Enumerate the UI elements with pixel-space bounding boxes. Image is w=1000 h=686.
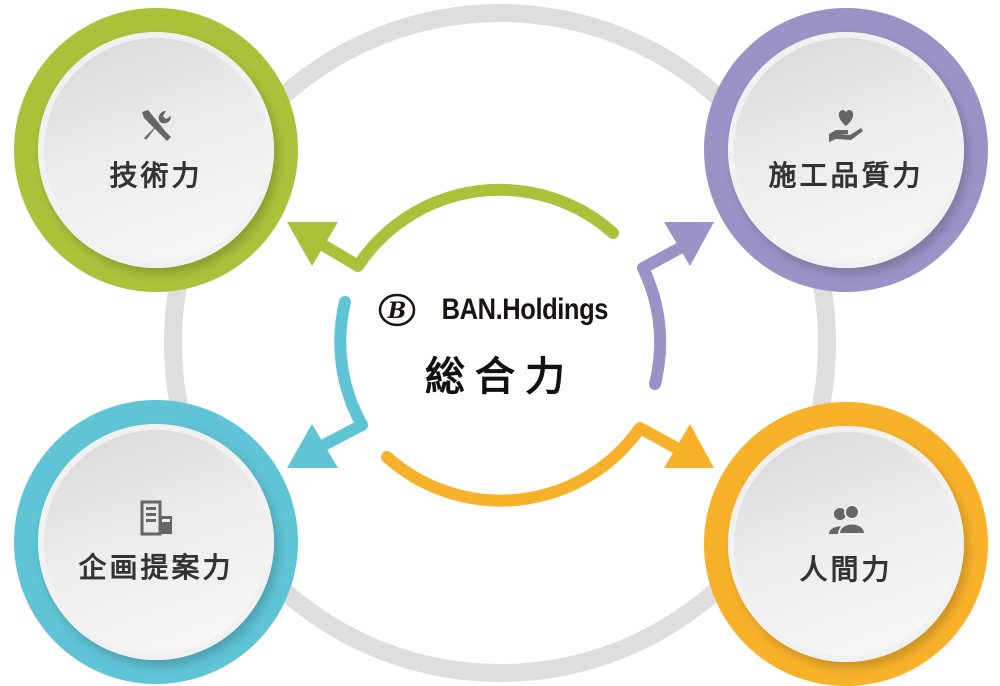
node-label: 施工品質力 bbox=[768, 159, 924, 192]
arrow-green bbox=[287, 183, 619, 272]
node-label: 企画提案力 bbox=[78, 551, 234, 584]
node-label: 技術力 bbox=[109, 159, 203, 192]
brand-name: BAN.Holdings bbox=[441, 293, 609, 326]
people-icon bbox=[829, 504, 866, 535]
outer-ring bbox=[164, 4, 836, 682]
building-calculator-icon bbox=[140, 500, 172, 536]
svg-text:B: B bbox=[387, 298, 407, 324]
tools-icon bbox=[142, 110, 172, 141]
center-title: 総合力 bbox=[425, 354, 575, 400]
ban-logo-icon: B bbox=[378, 293, 416, 327]
heart-hand-icon bbox=[829, 110, 863, 142]
node-label: 人間力 bbox=[799, 553, 893, 586]
arrow-blue bbox=[287, 296, 368, 468]
node-human: 人間力 bbox=[704, 402, 988, 686]
arrow-orange bbox=[381, 422, 714, 507]
brand: B BAN.Holdings bbox=[360, 290, 640, 330]
node-planning-proposal: 企画提案力 bbox=[14, 400, 298, 684]
node-technical: 技術力 bbox=[14, 8, 298, 292]
arrow-purple bbox=[637, 222, 714, 390]
center-block: B BAN.Holdings 総合力 bbox=[360, 290, 640, 402]
node-construction-quality: 施工品質力 bbox=[704, 8, 988, 292]
